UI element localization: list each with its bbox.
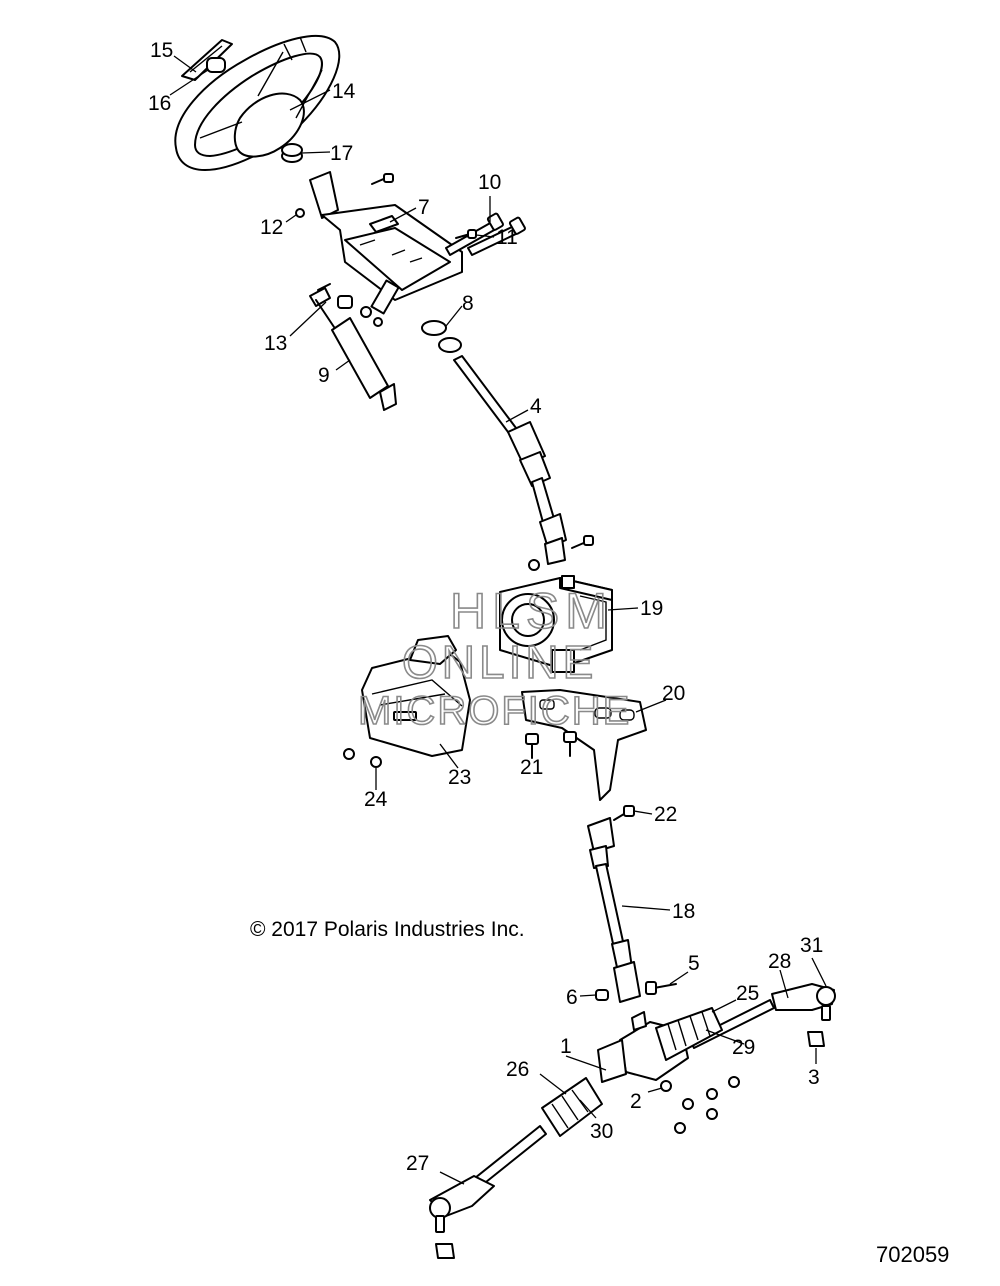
- callout-22: 22: [654, 803, 677, 826]
- callout-16: 16: [148, 92, 171, 115]
- callout-17: 17: [330, 142, 353, 165]
- callout-9: 9: [318, 364, 330, 387]
- callout-3: 3: [808, 1066, 820, 1089]
- bolt-11: [455, 229, 477, 239]
- watermark-line-1: HLSM: [450, 583, 613, 639]
- callout-6: 6: [566, 986, 578, 1009]
- callout-14: 14: [332, 80, 356, 103]
- callout-labels: 15 16 14 17 10 7 12 11 8 13 9 4 19 20 21…: [148, 39, 823, 1175]
- callout-18: 18: [672, 900, 695, 923]
- castle-nut-left: [435, 1243, 455, 1259]
- callout-31: 31: [800, 934, 823, 957]
- callout-25: 25: [736, 982, 759, 1005]
- watermark-line-3: MICROFICHE: [358, 689, 631, 733]
- callout-10: 10: [478, 171, 501, 194]
- callout-19: 19: [640, 597, 663, 620]
- strut-nut: [337, 295, 383, 327]
- leader-lines: [169, 55, 827, 1185]
- callout-23: 23: [448, 766, 471, 789]
- callout-30: 30: [590, 1120, 613, 1143]
- callout-15: 15: [150, 39, 173, 62]
- callout-24: 24: [364, 788, 388, 811]
- rack-nuts: [660, 1076, 740, 1134]
- callout-27: 27: [406, 1152, 429, 1175]
- steering-nut: [281, 143, 303, 163]
- power-steering-unit: [499, 575, 613, 673]
- callout-20: 20: [662, 682, 685, 705]
- steering-wheel: [174, 34, 341, 171]
- tilt-bracket: [309, 171, 463, 315]
- callout-12: 12: [260, 216, 283, 239]
- bracket-bolt-top: [371, 173, 394, 185]
- rack-boot-right: [655, 1007, 723, 1061]
- upper-steering-shaft: [453, 355, 567, 565]
- steering-rack: [439, 999, 775, 1215]
- figure-number: 702059: [876, 1242, 949, 1267]
- nut-12: [295, 208, 305, 218]
- callout-21: 21: [520, 756, 543, 779]
- tie-rod-left: [429, 1175, 495, 1233]
- cover-screws: [343, 748, 382, 768]
- horn-emblem: [206, 57, 226, 73]
- callout-28: 28: [768, 950, 791, 973]
- watermark: HLSM ONLINE MICROFICHE: [357, 582, 631, 734]
- gas-strut: [309, 283, 397, 411]
- tie-rod-right: [771, 983, 836, 1021]
- nut-6: [595, 989, 609, 1001]
- bolt-22: [613, 805, 635, 821]
- callout-7: 7: [418, 196, 430, 219]
- lower-steering-shaft: [587, 817, 641, 1003]
- callout-11: 11: [496, 226, 518, 249]
- callout-2: 2: [630, 1090, 642, 1113]
- shaft-pinch-bolt: [528, 535, 594, 571]
- eps-mount-bracket: [521, 689, 647, 801]
- callout-13: 13: [264, 332, 287, 355]
- rack-boot-left: [541, 1077, 603, 1137]
- column-bushing: [421, 320, 462, 353]
- pinch-bolt-5: [645, 981, 677, 995]
- callout-1: 1: [560, 1035, 572, 1058]
- callout-8: 8: [462, 292, 474, 315]
- eps-cover: [361, 635, 471, 757]
- mount-bolts: [525, 731, 577, 759]
- watermark-line-2: ONLINE: [402, 636, 597, 688]
- callout-26: 26: [506, 1058, 529, 1081]
- copyright-notice: © 2017 Polaris Industries Inc.: [250, 918, 525, 941]
- callout-4: 4: [530, 395, 542, 418]
- callout-5: 5: [688, 952, 700, 975]
- callout-29: 29: [732, 1036, 755, 1059]
- castle-nut-right: [807, 1031, 825, 1047]
